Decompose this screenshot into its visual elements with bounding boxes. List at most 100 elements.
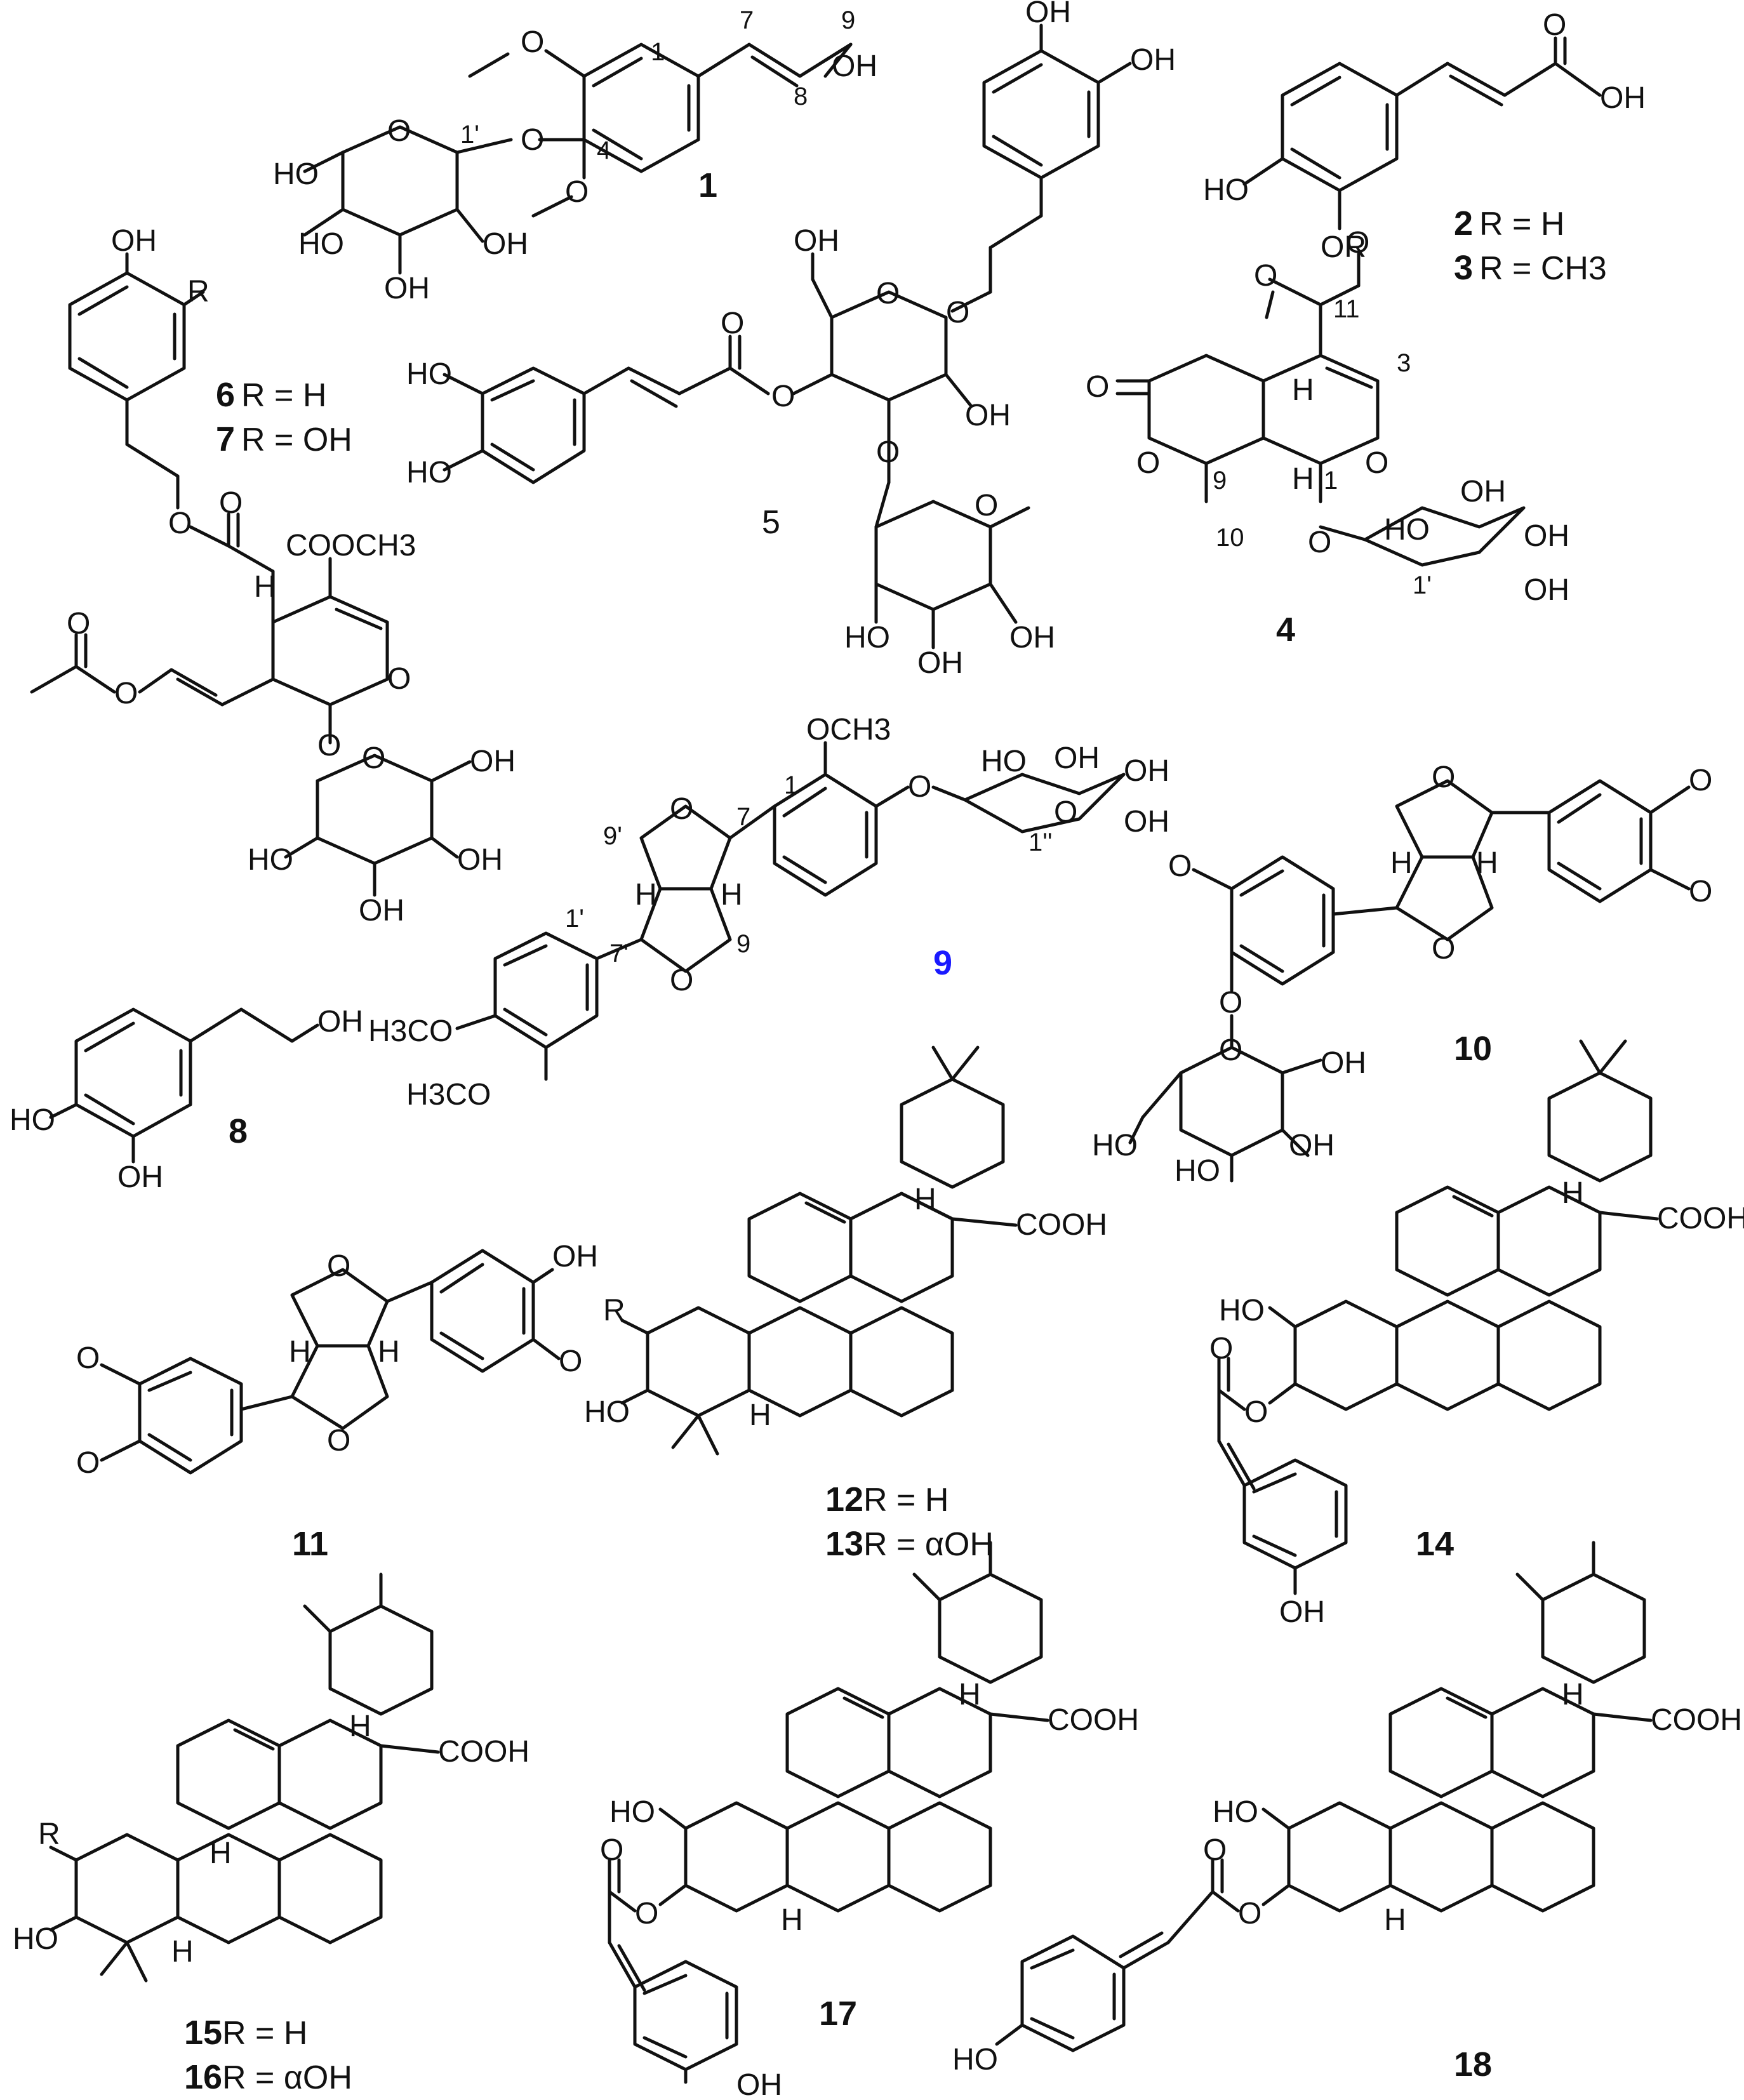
compound-14-id: 14 [1416,1525,1454,1563]
c17-ester-o: O [635,1897,658,1931]
compound-2-3-structure [1242,36,1602,230]
compound-6-caption: R = H [241,377,326,414]
c9-h3co-2: H3CO [406,1078,491,1112]
compound-4-structure [1115,252,1526,567]
c4-locant-11: 11 [1333,295,1360,323]
c15-ho: HO [13,1922,58,1956]
c4-pyran-o: O [1365,446,1388,480]
c17-cooh: COOH [1048,1703,1139,1737]
c12-h-5: H [749,1399,771,1432]
c9-locant-1pp: 1'' [1028,828,1053,856]
c9-glc-ho: HO [981,745,1027,778]
c1-ring-o: O [387,114,411,148]
c4-oh-glc-1: OH [1460,475,1506,508]
c18-h-18: H [1562,1678,1584,1711]
compound-8-id: 8 [229,1112,248,1150]
compound-13-id: 13 [825,1525,863,1563]
c6-r: R [187,275,210,309]
c15-cooh: COOH [438,1735,529,1769]
c4-lactone-o: O [1136,446,1160,480]
c9-och3: OCH3 [806,713,891,747]
c6-glc-oh-6: OH [470,745,516,778]
c4-oh-glc-2: OH [1524,519,1569,553]
c10-furan-o-bottom: O [1432,932,1455,966]
c1-methoxy-o-bottom: O [565,175,589,209]
c18-h-5: H [1384,1903,1406,1937]
c1-locant-8: 8 [794,83,808,110]
c1-hydroxyl: OH [832,50,877,83]
compound-12-id: 12 [825,1480,863,1519]
c2-acid-oh: OH [1600,81,1646,115]
compound-4-id: 4 [1276,611,1295,649]
c6-glyco-o: O [317,729,341,762]
c9-locant-7: 7 [736,803,750,831]
compound-1-structure [303,43,853,275]
c14-ho: HO [1219,1294,1265,1327]
c6-glc-ring-o: O [362,741,385,775]
c18-carbonyl-o: O [1203,1833,1227,1867]
c1-oh-3: OH [384,272,430,305]
c18-cooh: COOH [1651,1703,1742,1737]
compound-14-structure [1217,1039,1659,1595]
c4-ester-o: O [1346,226,1369,260]
c10-glc-ho-4: HO [1175,1154,1220,1188]
c1-ho-4: HO [298,227,344,261]
c1-ho-6: HO [273,157,319,191]
c1-glyco-o: O [521,123,544,157]
c10-methoxy-o-2: O [1689,875,1712,908]
c9-h3co-1: H3CO [368,1014,453,1048]
c15-h-9: H [210,1837,232,1870]
compound-9-id: 9 [933,944,952,982]
compound-11-structure [100,1249,561,1475]
c5-oh-2: OH [965,399,1011,432]
c10-furan-o-top: O [1432,761,1455,794]
compound-18-id: 18 [1454,2045,1492,2083]
c11-methoxy-o-2: O [76,1341,100,1375]
c10-glc-oh-2: OH [1321,1046,1366,1080]
c17-h-5: H [781,1903,803,1937]
c5-rha-oh-bottom: OH [917,646,963,680]
c2-ho: HO [1203,173,1249,207]
c5-oh-top: OH [1025,0,1071,29]
c9-furan-o-top: O [670,792,693,826]
c14-h-18: H [1562,1176,1584,1210]
c6-acetate-o: O [114,677,138,710]
c6-carbonyl-o: O [219,486,243,520]
compound-17-structure [608,1541,1049,2084]
c9-glc-ring-o: O [1054,795,1077,829]
compound-2-id: 2 [1454,204,1473,243]
c6-glc-oh-bottom: OH [359,894,404,927]
c11-furan-o-top: O [327,1249,350,1283]
compound-5-id: 5 [762,504,780,541]
c17-ho: HO [609,1795,655,1829]
c12-r: R [603,1294,625,1327]
c6-acetate-carbonyl-o: O [67,607,90,641]
c8-oh-bottom: OH [117,1160,163,1194]
c1-locant-1p: 1' [460,121,479,149]
c15-r: R [38,1818,60,1851]
c9-glc-oh-1: OH [1054,741,1100,775]
c17-h-18: H [959,1678,981,1711]
compound-15-caption: R = H [222,2015,307,2052]
c5-ring-o: O [876,277,900,310]
c4-locant-10: 10 [1216,524,1244,552]
c5-glyco-o: O [946,296,969,329]
c9-locant-9p: 9' [603,822,622,850]
c8-oh-chain: OH [317,1005,363,1039]
c10-glyco-o: O [1219,986,1242,1020]
c15-h-5: H [171,1935,194,1969]
compound-2-caption: R = H [1479,206,1564,243]
compound-12-caption: R = H [863,1482,949,1519]
c11-furan-o-bottom: O [327,1424,350,1458]
c6-glc-ho: HO [248,843,293,877]
compound-13-caption: R = αOH [863,1526,994,1563]
c1-oh-2: OH [483,227,528,261]
compound-11-id: 11 [292,1525,328,1563]
c9-locant-7p: 7' [609,940,629,967]
c6-glc-oh-right: OH [457,843,503,877]
compound-17-id: 17 [819,1995,857,2033]
compound-6-id: 6 [216,376,235,414]
c12-ho: HO [584,1395,630,1429]
c6-ester-o: O [168,507,192,540]
c10-h-right: H [1476,846,1498,880]
